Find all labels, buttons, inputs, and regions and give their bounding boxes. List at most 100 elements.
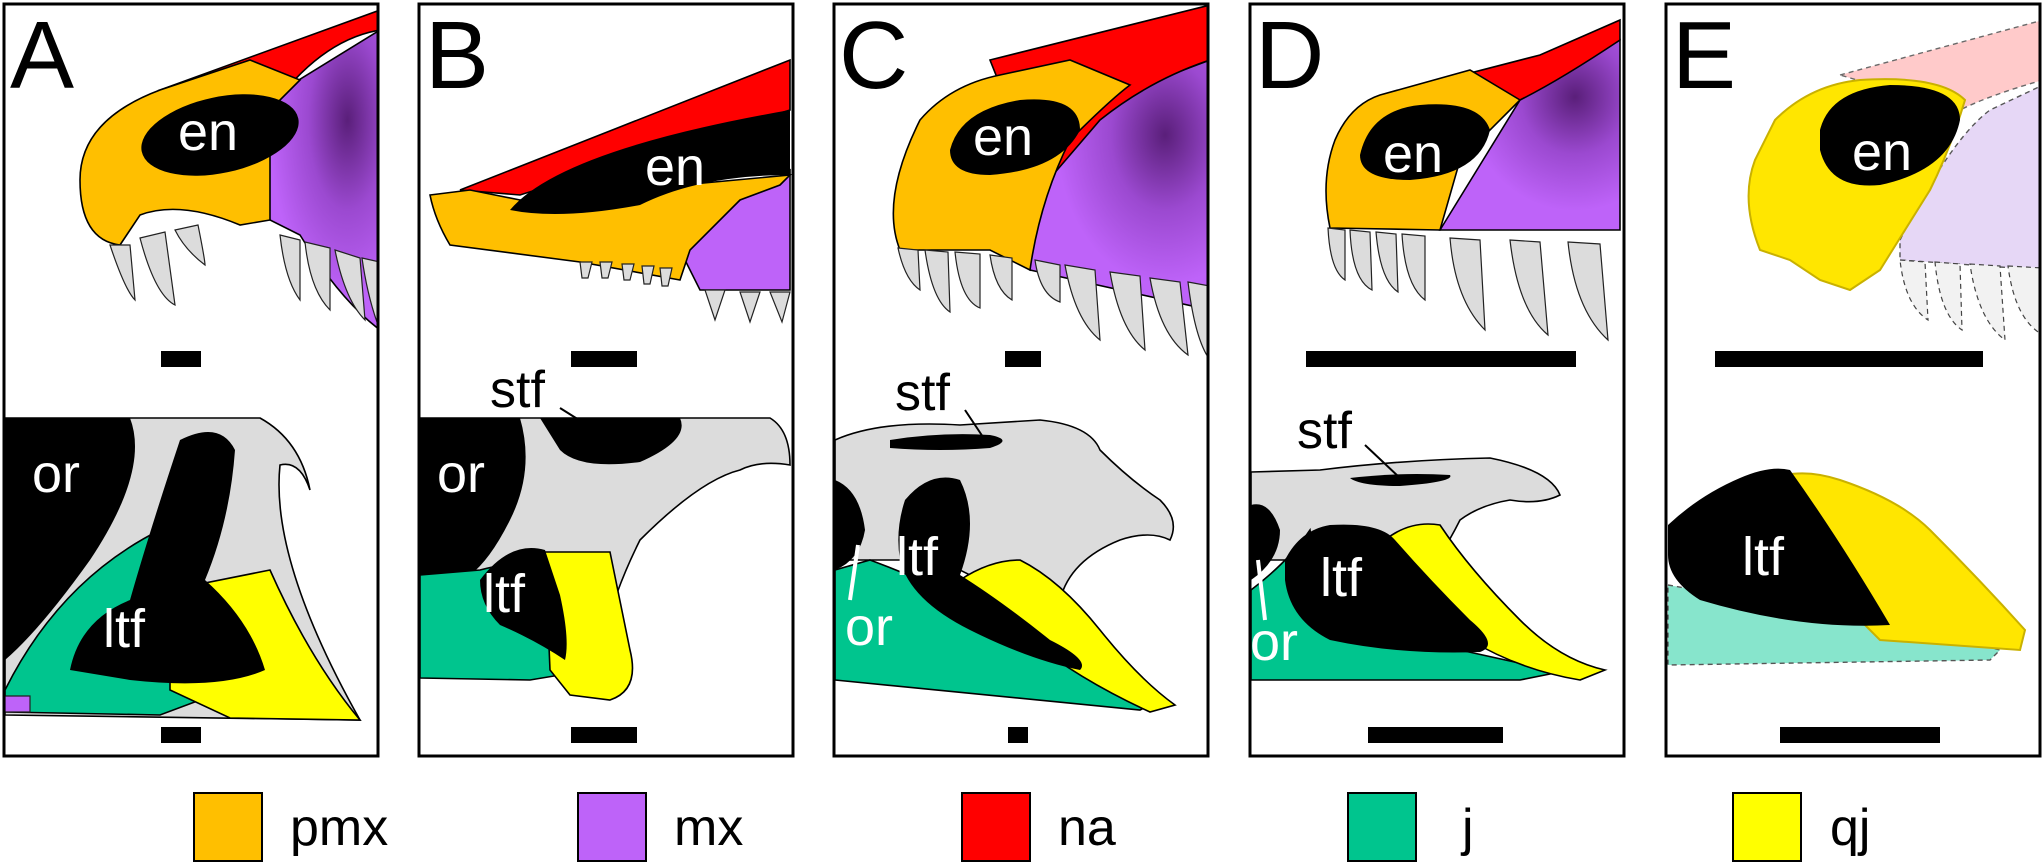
panel-border	[417, 2, 795, 758]
supratemporal-fenestra	[1350, 474, 1451, 486]
scale-bar	[1306, 351, 1576, 367]
orbit	[5, 418, 135, 660]
stf-pointer	[559, 407, 596, 431]
external-naris	[1820, 85, 1960, 186]
tooth	[334, 249, 366, 322]
legend-label-na: na	[1058, 799, 1116, 857]
tooth	[361, 257, 377, 324]
or-pointer	[1256, 559, 1267, 621]
legend-item-j: j	[1347, 792, 1474, 862]
tooth	[1349, 229, 1373, 291]
scale-bar	[1780, 727, 1940, 743]
tooth	[109, 244, 136, 302]
lower-temporal-fenestra	[70, 432, 265, 684]
tooth	[954, 251, 981, 309]
lower-temporal-fenestra	[1285, 524, 1488, 653]
tooth	[1109, 271, 1146, 352]
scale-bar	[1368, 727, 1503, 743]
stf-pointer	[964, 409, 986, 441]
tooth	[621, 263, 635, 281]
tooth	[279, 234, 301, 302]
panel-border	[2, 2, 380, 758]
legend-swatch-qj	[1732, 792, 1802, 862]
legend-label-pmx: pmx	[290, 799, 388, 857]
tooth	[2007, 265, 2039, 334]
label-ltf: ltf	[1320, 548, 1363, 608]
label-en: en	[178, 102, 238, 162]
scale-bar	[1008, 727, 1028, 743]
tooth	[989, 254, 1013, 302]
quadratojugal-region	[1383, 523, 1608, 681]
panel-letter: E	[1672, 2, 1736, 109]
stf-pointer	[1364, 444, 1401, 479]
panel-c: en or ltf stf C	[832, 2, 1210, 758]
external-naris	[950, 99, 1080, 175]
quadratojugal-region	[958, 559, 1177, 713]
label-or: or	[1250, 612, 1298, 672]
scale-bar	[571, 727, 637, 743]
legend-swatch-mx	[577, 792, 647, 862]
scale-bar	[571, 351, 637, 367]
tooth	[1509, 239, 1549, 337]
label-en: en	[645, 137, 705, 197]
lower-temporal-fenestra	[898, 477, 1082, 670]
tooth	[1401, 233, 1426, 302]
legend-item-na: na	[961, 792, 1116, 862]
tooth	[769, 291, 791, 324]
label-ltf: ltf	[896, 527, 939, 587]
supratemporal-fenestra	[540, 418, 682, 465]
label-ltf: ltf	[1742, 527, 1785, 587]
label-stf: stf	[490, 361, 545, 419]
scale-bar	[161, 727, 201, 743]
legend-label-j: j	[1460, 799, 1474, 857]
tooth	[897, 247, 921, 292]
scale-bar	[1005, 351, 1041, 367]
panel-a: en or ltf A	[2, 2, 380, 758]
legend-swatch-pmx	[193, 792, 263, 862]
external-naris	[1360, 104, 1490, 180]
scale-bar	[161, 351, 201, 367]
panel-border	[832, 2, 1210, 758]
tooth	[1064, 264, 1101, 342]
label-en: en	[973, 107, 1033, 167]
legend-item-qj: qj	[1732, 792, 1870, 862]
quadratojugal-fossil	[1783, 472, 2027, 652]
tooth	[739, 291, 761, 324]
tooth	[1375, 231, 1399, 294]
panel-border	[1248, 2, 1626, 758]
panel-letter: D	[1255, 2, 1324, 109]
lower-temporal-fenestra	[1668, 468, 1890, 626]
scale-bar	[1715, 351, 1983, 367]
legend-label-mx: mx	[674, 799, 743, 857]
panel-d: en or ltf stf D	[1248, 2, 1626, 758]
tooth	[924, 249, 951, 314]
tooth	[1969, 263, 2006, 342]
quadratojugal-region	[544, 551, 634, 701]
maxilla-region-outline	[1899, 86, 2039, 271]
label-stf: stf	[1297, 402, 1352, 460]
legend-label-qj: qj	[1830, 799, 1870, 857]
tooth	[1034, 259, 1061, 303]
legend-swatch-na	[961, 792, 1031, 862]
maxilla-sliver	[5, 695, 31, 713]
external-naris	[141, 94, 299, 176]
lower-temporal-fenestra	[480, 548, 567, 660]
tooth	[641, 265, 655, 285]
panel-letter: C	[839, 2, 908, 109]
panel-e: en ltf E	[1664, 2, 2042, 758]
tooth	[139, 231, 176, 307]
tooth	[1449, 237, 1486, 332]
label-or: or	[437, 444, 485, 504]
legend-item-mx: mx	[577, 792, 743, 862]
tooth	[579, 261, 593, 279]
tooth	[304, 241, 331, 312]
orbit	[420, 418, 526, 575]
legend: pmx mx na j qj	[193, 792, 1870, 862]
tooth	[174, 224, 206, 267]
label-ltf: ltf	[103, 599, 146, 659]
tooth	[1934, 261, 1963, 332]
label-en: en	[1852, 122, 1912, 182]
panel-letter: B	[425, 2, 489, 109]
tooth	[1327, 227, 1346, 282]
